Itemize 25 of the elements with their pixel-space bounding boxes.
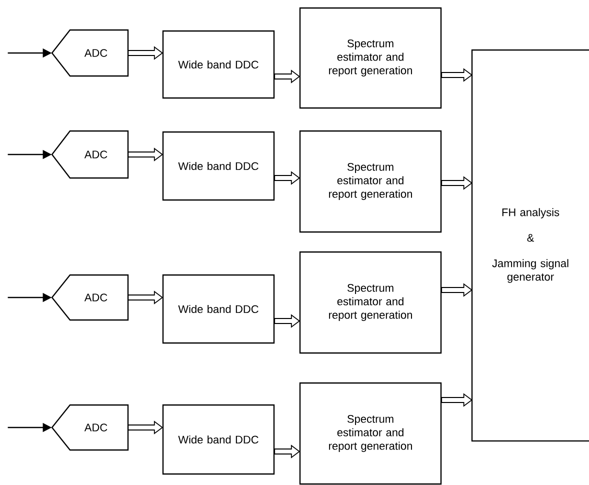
process-box: Spectrum estimator and report generation [299,130,442,233]
block-arrow [441,283,473,297]
process-box: Wide band DDC [162,404,275,475]
process-box: Wide band DDC [162,131,275,201]
adc-block: ADC [51,274,129,321]
block-arrow [128,290,164,304]
block-arrow [274,171,300,185]
block-arrow [274,314,300,328]
block-arrow [128,420,164,434]
block-arrow [441,68,473,82]
process-box: Spectrum estimator and report generation [299,7,442,109]
process-box: Spectrum estimator and report generation [299,382,442,485]
block-arrow [441,176,473,190]
process-box: Wide band DDC [162,274,275,344]
adc-block: ADC [51,404,129,451]
process-box: Wide band DDC [162,30,275,99]
process-box: Spectrum estimator and report generation [299,251,442,354]
block-arrow [128,148,164,162]
block-arrow [274,70,300,84]
adc-block: ADC [51,130,129,179]
adc-block: ADC [51,29,129,77]
process-box: FH analysis & Jamming signal generator [471,49,589,442]
block-arrow [441,393,473,407]
block-arrow [274,444,300,458]
block-arrow [128,46,164,60]
